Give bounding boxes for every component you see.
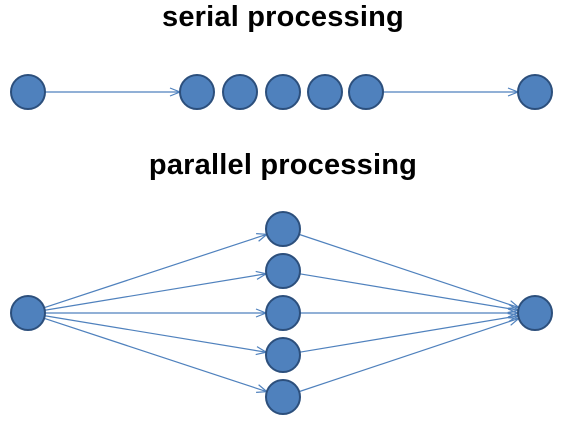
parallel-node-worker-1 [265, 211, 301, 247]
serial-processing-title: serial processing [162, 1, 404, 33]
parallel-arrow-worker-1-to-sink [298, 233, 519, 307]
serial-node-sink [517, 74, 553, 110]
parallel-node-worker-5 [265, 379, 301, 415]
parallel-processing-graph [10, 211, 553, 415]
serial-processing-graph [10, 74, 553, 110]
parallel-arrow-source-to-worker-4 [44, 315, 266, 352]
serial-node-step-3 [265, 74, 301, 110]
parallel-arrow-worker-5-to-sink [298, 318, 519, 393]
parallel-arrow-worker-4-to-sink [299, 316, 518, 353]
parallel-arrow-worker-2-to-sink [299, 273, 518, 310]
serial-node-step-1 [179, 74, 215, 110]
parallel-node-sink [517, 295, 553, 331]
parallel-arrow-source-to-worker-1 [43, 234, 267, 309]
parallel-node-source [10, 295, 46, 331]
parallel-arrow-source-to-worker-5 [43, 317, 267, 391]
parallel-processing-title: parallel processing [148, 149, 418, 181]
parallel-node-worker-2 [265, 253, 301, 289]
serial-node-step-2 [222, 74, 258, 110]
parallel-node-worker-3 [265, 295, 301, 331]
parallel-node-worker-4 [265, 337, 301, 373]
serial-node-source [10, 74, 46, 110]
serial-node-step-4 [307, 74, 343, 110]
parallel-arrow-source-to-worker-2 [44, 274, 266, 311]
serial-node-step-5 [348, 74, 384, 110]
